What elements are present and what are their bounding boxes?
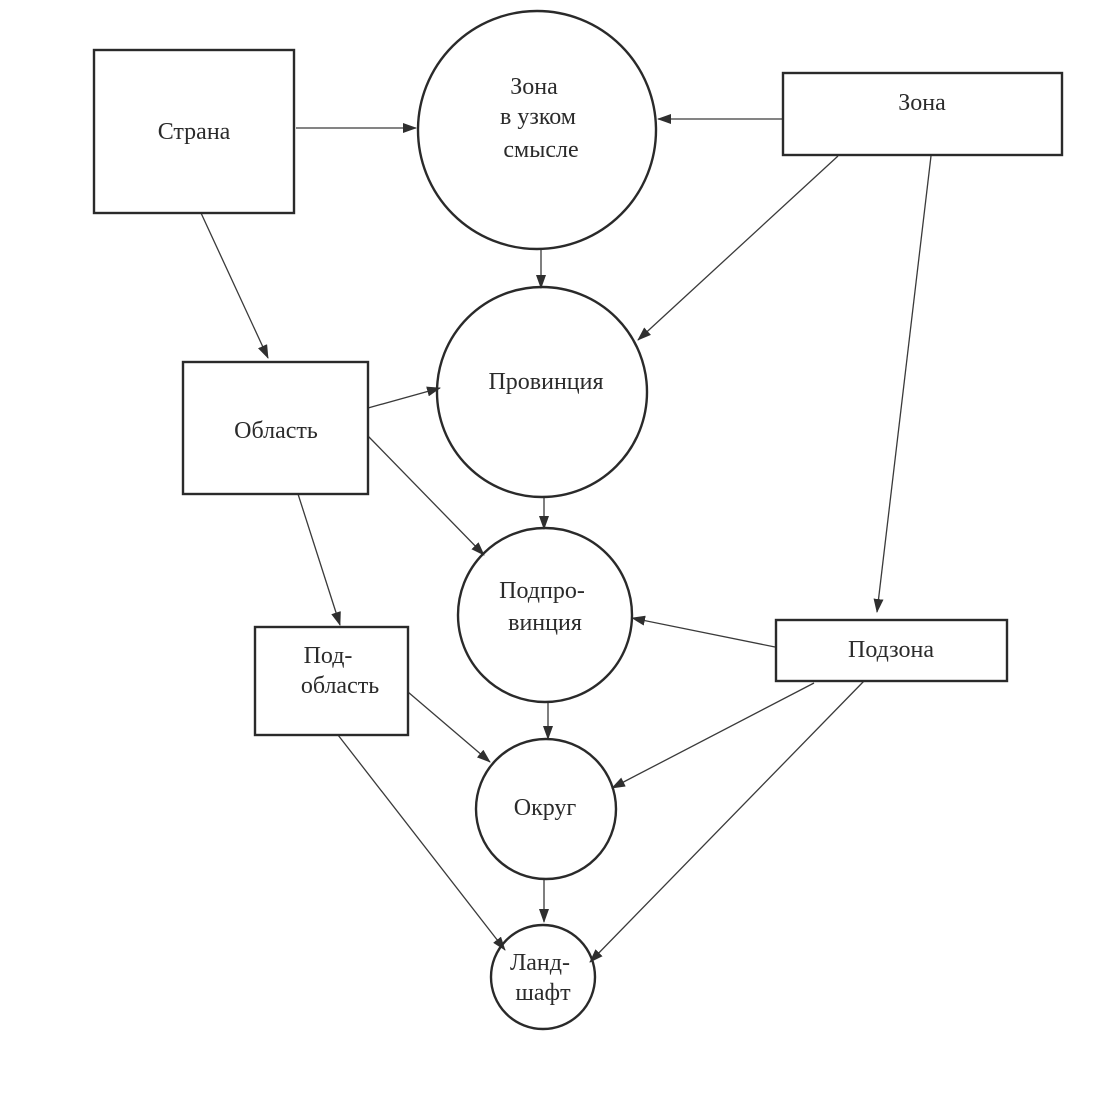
node-label: Область [234, 418, 318, 444]
edges-layer [200, 114, 932, 963]
arrow-podoblast-to-okrug [407, 691, 491, 763]
node-podprovintsiya: Подпро- винция [456, 526, 634, 704]
node-oblast: Область [181, 360, 370, 496]
arrow-oblast-to-podprovintsiya [367, 435, 485, 556]
node-strana: Страна [92, 48, 296, 215]
node-provintsiya: Провинция [435, 285, 649, 499]
arrow-zona-to-provintsiya [637, 155, 839, 341]
node-label: Зона [898, 90, 946, 116]
node-landshaft: Ланд- шафт [489, 923, 597, 1031]
arrow-zona-to-podzona [873, 155, 932, 613]
arrow-strana-to-oblast [200, 212, 269, 359]
node-label: Округ [514, 795, 577, 821]
arrow-podzona-to-okrug [611, 682, 815, 789]
node-zona: Зона [781, 71, 1064, 157]
node-podoblast: Под- область [253, 625, 410, 737]
node-label: Провинция [488, 369, 603, 395]
node-okrug: Округ [474, 737, 618, 881]
arrow-podzona-to-podprovintsiya [631, 615, 776, 648]
arrow-oblast-to-provintsiya [367, 386, 441, 409]
arrow-podoblast-to-landshaft [337, 734, 506, 951]
node-label: Зона в узком смысле [500, 74, 582, 163]
node-label: Ланд- шафт [510, 950, 576, 1006]
arrow-podzona-to-landshaft [589, 680, 865, 963]
node-label: Страна [158, 119, 231, 145]
node-label: Под- область [301, 643, 379, 699]
arrow-oblast-to-podoblast [297, 493, 341, 626]
node-podzona: Подзона [774, 618, 1009, 683]
node-zona-uzk: Зона в узком смысле [416, 9, 658, 251]
node-label: Подзона [848, 637, 934, 663]
node-label: Подпро- винция [499, 578, 591, 636]
